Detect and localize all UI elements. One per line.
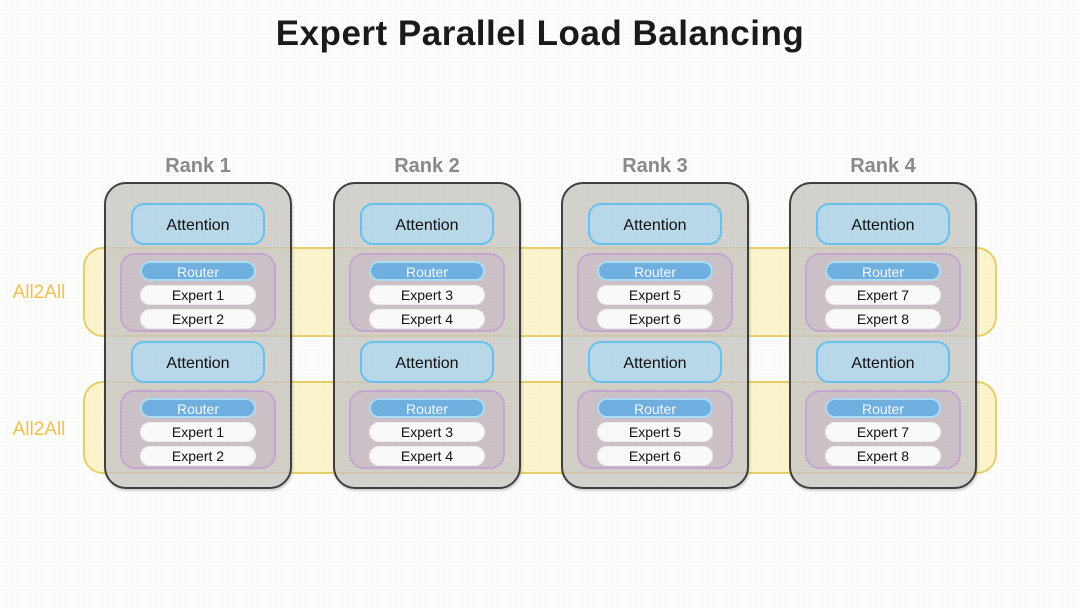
rank-3-column: Rank 3 Attention Router Expert 5 Expert … xyxy=(561,155,749,489)
expert-pill: Expert 5 xyxy=(597,285,713,305)
rank-2-title: Rank 2 xyxy=(394,155,460,177)
all2all-label-bottom: All2All xyxy=(12,419,66,440)
moe-container: Router Expert 1 Expert 2 xyxy=(120,253,276,332)
router-pill: Router xyxy=(140,398,256,418)
moe-container: Router Expert 3 Expert 4 xyxy=(349,390,505,469)
rank-3-title: Rank 3 xyxy=(622,155,688,177)
rank-4-column: Rank 4 Attention Router Expert 7 Expert … xyxy=(789,155,977,489)
router-pill: Router xyxy=(597,261,713,281)
expert-pill: Expert 2 xyxy=(140,446,256,466)
expert-pill: Expert 7 xyxy=(825,285,941,305)
moe-container: Router Expert 5 Expert 6 xyxy=(577,390,733,469)
rank-1-title: Rank 1 xyxy=(165,155,231,177)
expert-pill: Expert 8 xyxy=(825,309,941,329)
attention-block: Attention xyxy=(360,341,494,383)
router-pill: Router xyxy=(140,261,256,281)
rank-2-column: Rank 2 Attention Router Expert 3 Expert … xyxy=(333,155,521,489)
moe-container: Router Expert 3 Expert 4 xyxy=(349,253,505,332)
expert-pill: Expert 4 xyxy=(369,309,485,329)
diagram-title: Expert Parallel Load Balancing xyxy=(275,14,805,53)
expert-pill: Expert 6 xyxy=(597,309,713,329)
expert-pill: Expert 7 xyxy=(825,422,941,442)
expert-pill: Expert 6 xyxy=(597,446,713,466)
router-pill: Router xyxy=(825,398,941,418)
expert-pill: Expert 2 xyxy=(140,309,256,329)
rank-1-column: Rank 1 Attention Router Expert 1 Expert … xyxy=(104,155,292,489)
moe-container: Router Expert 1 Expert 2 xyxy=(120,390,276,469)
router-pill: Router xyxy=(369,261,485,281)
expert-pill: Expert 4 xyxy=(369,446,485,466)
attention-block: Attention xyxy=(816,203,950,245)
rank-4-title: Rank 4 xyxy=(850,155,916,177)
attention-block: Attention xyxy=(360,203,494,245)
rank-2-box: Attention Router Expert 3 Expert 4 Atten… xyxy=(333,182,521,489)
moe-container: Router Expert 7 Expert 8 xyxy=(805,253,961,332)
rank-4-box: Attention Router Expert 7 Expert 8 Atten… xyxy=(789,182,977,489)
router-pill: Router xyxy=(369,398,485,418)
expert-pill: Expert 3 xyxy=(369,422,485,442)
moe-container: Router Expert 5 Expert 6 xyxy=(577,253,733,332)
expert-pill: Expert 1 xyxy=(140,285,256,305)
attention-block: Attention xyxy=(588,341,722,383)
expert-pill: Expert 3 xyxy=(369,285,485,305)
expert-pill: Expert 1 xyxy=(140,422,256,442)
attention-block: Attention xyxy=(588,203,722,245)
expert-pill: Expert 5 xyxy=(597,422,713,442)
rank-1-box: Attention Router Expert 1 Expert 2 Atten… xyxy=(104,182,292,489)
attention-block: Attention xyxy=(131,203,265,245)
moe-container: Router Expert 7 Expert 8 xyxy=(805,390,961,469)
rank-3-box: Attention Router Expert 5 Expert 6 Atten… xyxy=(561,182,749,489)
router-pill: Router xyxy=(597,398,713,418)
router-pill: Router xyxy=(825,261,941,281)
expert-pill: Expert 8 xyxy=(825,446,941,466)
attention-block: Attention xyxy=(131,341,265,383)
all2all-label-top: All2All xyxy=(12,282,66,303)
attention-block: Attention xyxy=(816,341,950,383)
